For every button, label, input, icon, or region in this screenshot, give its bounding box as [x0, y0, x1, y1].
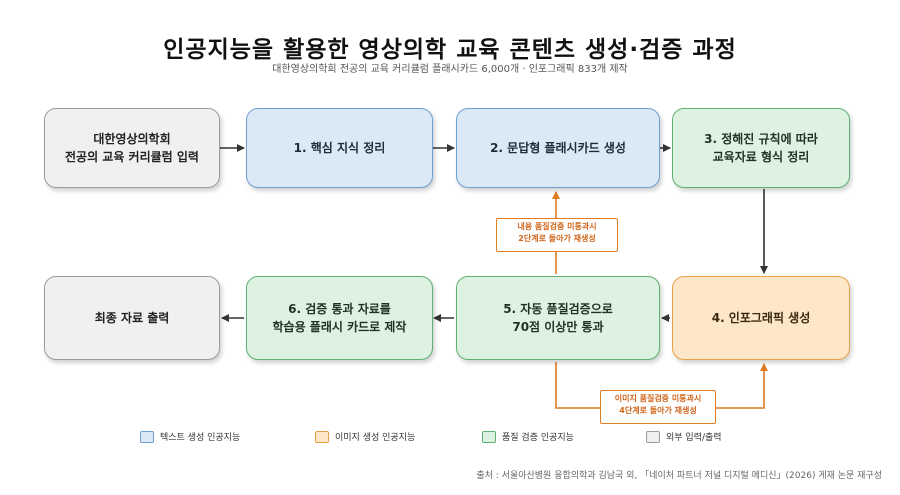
legend-swatch-orange	[315, 430, 329, 443]
legend-item-qa-ai: 품질 검증 인공지능	[482, 430, 574, 443]
node-input: 대한영상의학회 전공의 교육 커리큘럼 입력	[44, 108, 220, 188]
node-step1: 1. 핵심 지식 정리	[246, 108, 433, 188]
page-title: 인공지능을 활용한 영상의학 교육 콘텐츠 생성·검증 과정	[163, 37, 737, 63]
legend-label-external: 외부 입력/출력	[666, 433, 722, 443]
legend-label-image-ai: 이미지 생성 인공지능	[335, 433, 416, 443]
node-output: 최종 자료 출력	[44, 276, 220, 360]
note-content-retry: 내용 품질검증 미통과시 2단계로 돌아가 재생성	[496, 218, 618, 252]
node-step5: 5. 자동 품질검증으로 70점 이상만 통과	[456, 276, 660, 360]
node-step4: 4. 인포그래픽 생성	[672, 276, 850, 360]
legend-swatch-grey	[646, 430, 660, 443]
node-step6: 6. 검증 통과 자료를 학습용 플래시 카드로 제작	[246, 276, 433, 360]
node-step3: 3. 정해진 규칙에 따라 교육자료 형식 정리	[672, 108, 850, 188]
node-step2: 2. 문답형 플래시카드 생성	[456, 108, 660, 188]
note-image-retry: 이미지 품질검증 미통과시 4단계로 돌아가 재생성	[600, 390, 716, 424]
legend-label-text-ai: 텍스트 생성 인공지능	[160, 433, 241, 443]
legend: 텍스트 생성 인공지능 이미지 생성 인공지능 품질 검증 인공지능 외부 입력…	[0, 430, 900, 450]
legend-label-qa-ai: 품질 검증 인공지능	[502, 433, 574, 443]
legend-item-image-ai: 이미지 생성 인공지능	[315, 430, 415, 443]
legend-item-external: 외부 입력/출력	[646, 430, 722, 443]
legend-swatch-blue	[140, 430, 154, 443]
legend-item-text-ai: 텍스트 생성 인공지능	[140, 430, 240, 443]
page-subtitle: 대한영상의학회 전공의 교육 커리큘럼 플래시카드 6,000개 · 인포그래픽…	[272, 64, 628, 75]
legend-swatch-green	[482, 430, 496, 443]
source-credit: 출처 : 서울아산병원 융합의학과 김남국 외, 「네이처 파트너 저널 디지털…	[476, 471, 882, 481]
